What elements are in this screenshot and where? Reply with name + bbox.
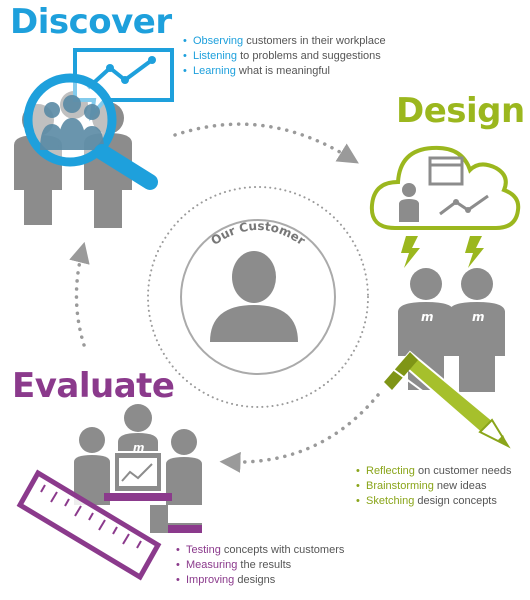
list-item: • Listening to problems and suggestions xyxy=(183,49,386,64)
bullet-text: designs xyxy=(234,574,276,586)
bullet-text: concepts with customers xyxy=(220,544,345,556)
ruler-icon xyxy=(16,469,162,581)
bullet-highlight: Observing xyxy=(193,35,244,47)
cloud-icon xyxy=(369,145,521,230)
monitor-icon xyxy=(104,451,202,533)
magnifier-icon xyxy=(23,73,158,190)
evaluate-bullets: • Testing concepts with customers • Measur… xyxy=(176,543,344,588)
list-item: • Reflecting on customer needs xyxy=(356,464,512,479)
evaluate-title: Evaluate xyxy=(12,366,175,406)
bullet-highlight: Listening xyxy=(193,50,238,62)
lightning-icon xyxy=(401,236,484,268)
bullet-dot: • xyxy=(356,480,360,492)
bullet-highlight: Testing xyxy=(186,544,221,556)
customer-silhouette-icon xyxy=(210,251,298,342)
bullet-highlight: Brainstorming xyxy=(366,480,434,492)
design-people-group: m m xyxy=(398,268,505,392)
list-item: • Testing concepts with customers xyxy=(176,543,344,558)
bullet-text: on customer needs xyxy=(414,465,512,477)
cycle-arrow-design-to-evaluate xyxy=(219,393,380,473)
list-item: • Observing customers in their workplace xyxy=(183,34,386,49)
list-item: • Measuring the results xyxy=(176,558,344,573)
customer-label-arc: Our Customer xyxy=(208,219,307,248)
customer-ring xyxy=(147,186,369,408)
bullet-dot: • xyxy=(183,50,187,62)
bullet-dot: • xyxy=(356,495,360,507)
bullet-highlight: Measuring xyxy=(186,559,238,571)
bullet-text: to problems and suggestions xyxy=(237,50,381,62)
bullet-dot: • xyxy=(176,544,180,556)
discover-title: Discover xyxy=(10,2,172,42)
bullet-highlight: Reflecting xyxy=(366,465,415,477)
pencil-icon xyxy=(383,350,511,449)
list-item: • Brainstorming new ideas xyxy=(356,479,512,494)
bullet-text: new ideas xyxy=(433,480,487,492)
bullet-highlight: Learning xyxy=(193,65,236,77)
bullet-text: customers in their workplace xyxy=(243,35,386,47)
list-item: • Sketching design concepts xyxy=(356,494,512,509)
bullet-highlight: Improving xyxy=(186,574,235,586)
design-title: Design xyxy=(396,91,525,131)
design-bullets: • Reflecting on customer needs • Brainstor… xyxy=(356,464,512,509)
bullet-text: design concepts xyxy=(414,495,497,507)
bullet-dot: • xyxy=(183,65,187,77)
customer-label: Our Customer xyxy=(208,219,307,248)
bullet-dot: • xyxy=(356,465,360,477)
svg-text:m: m xyxy=(421,310,434,324)
cycle-arrow-evaluate-to-discover xyxy=(69,241,90,347)
cycle-arrow-discover-to-design xyxy=(173,122,359,164)
bullet-text: the results xyxy=(237,559,292,571)
bullet-highlight: Sketching xyxy=(366,495,415,507)
bullet-dot: • xyxy=(176,574,180,586)
list-item: • Learning what is meaningful xyxy=(183,64,386,79)
list-item: • Improving designs xyxy=(176,573,344,588)
svg-text:Our Customer: Our Customer xyxy=(208,219,307,248)
bullet-text: what is meaningful xyxy=(235,65,330,77)
bullet-dot: • xyxy=(176,559,180,571)
svg-text:m: m xyxy=(472,310,485,324)
svg-text:m: m xyxy=(133,441,144,454)
discover-bullets: •Observing customers in their workplace … xyxy=(183,34,386,79)
bullet-dot: • xyxy=(183,35,187,47)
